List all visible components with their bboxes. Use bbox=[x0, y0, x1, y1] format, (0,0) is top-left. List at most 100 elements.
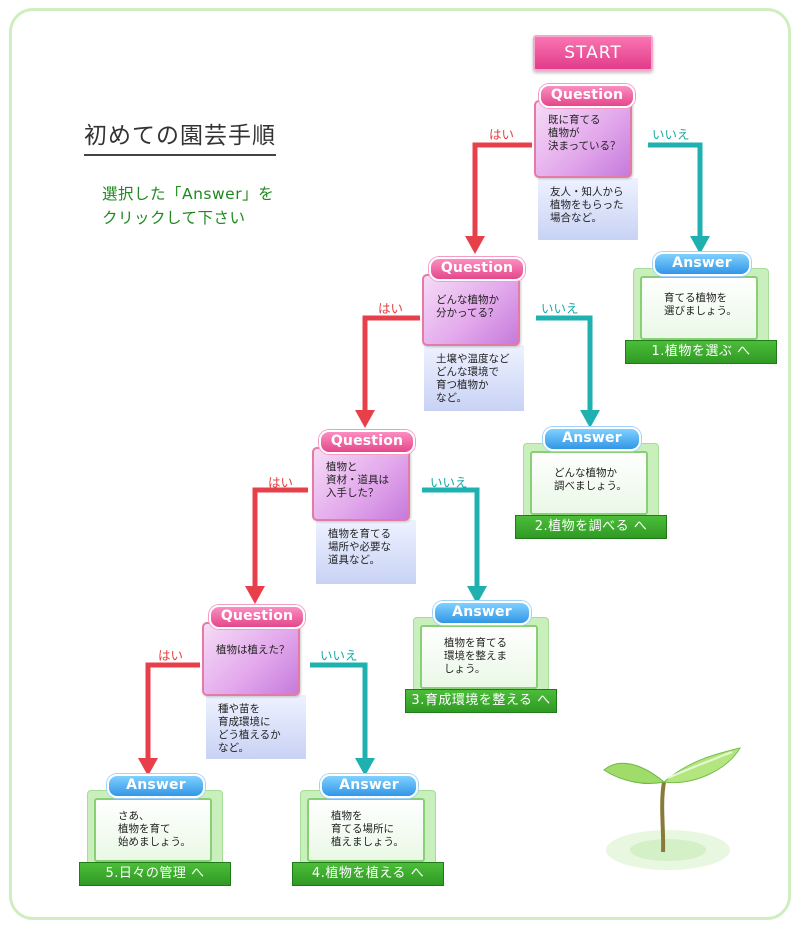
question-line: 入手した？ bbox=[326, 487, 379, 499]
answer-1-tab: Answer bbox=[653, 252, 751, 276]
yes-arrow-2 bbox=[362, 315, 420, 412]
question-line: どんな植物か bbox=[436, 294, 499, 306]
answer-4-tab: Answer bbox=[320, 774, 418, 798]
instruction-line-2: クリックして下さい bbox=[102, 209, 246, 227]
yes-arrowhead-3 bbox=[245, 586, 265, 604]
answer-line: 植えましょう。 bbox=[331, 836, 404, 848]
question-1-tab: Question bbox=[539, 84, 635, 108]
question-4-note: 種や苗を 育成環境に どう植えるか など。 bbox=[206, 695, 306, 759]
no-label-2: いいえ bbox=[541, 301, 579, 316]
answer-line: 育てる場所に bbox=[331, 823, 394, 835]
answer-2-card[interactable]: どんな植物か 調べましょう。 Answer 2.植物を調べる へ bbox=[515, 427, 667, 541]
answer-1-button[interactable]: 1.植物を選ぶ へ bbox=[625, 340, 777, 364]
answer-4-card[interactable]: 植物を 育てる場所に 植えましょう。 Answer 4.植物を植える へ bbox=[292, 774, 444, 888]
note-line: 育つ植物か bbox=[436, 379, 489, 391]
note-line: 植物をもらった bbox=[550, 199, 624, 211]
answer-line: 植物を bbox=[331, 810, 363, 822]
yes-arrowhead-2 bbox=[355, 410, 375, 428]
answer-2-button[interactable]: 2.植物を調べる へ bbox=[515, 515, 667, 539]
answer-5-tab: Answer bbox=[107, 774, 205, 798]
note-line: など。 bbox=[218, 742, 249, 754]
note-line: 育成環境に bbox=[218, 716, 271, 728]
answer-line: 始めましょう。 bbox=[118, 836, 191, 848]
note-line: 種や苗を bbox=[218, 703, 260, 715]
question-4-box: 植物は植えた？ bbox=[202, 622, 300, 696]
answer-card-page: どんな植物か 調べましょう。 bbox=[530, 451, 648, 515]
no-arrows bbox=[310, 142, 703, 760]
no-label-1: いいえ bbox=[652, 127, 690, 142]
question-line: 植物と bbox=[326, 461, 358, 473]
question-line: 決まっている？ bbox=[548, 140, 621, 152]
question-3-box: 植物と 資材・道具は 入手した？ bbox=[312, 447, 410, 521]
question-2-tab: Question bbox=[429, 257, 525, 281]
answer-3-button[interactable]: 3.育成環境を整える へ bbox=[405, 689, 557, 713]
start-badge: START bbox=[533, 35, 653, 71]
question-3-tab: Question bbox=[319, 430, 415, 454]
question-line: 植物は植えた？ bbox=[216, 644, 290, 656]
answer-3-tab: Answer bbox=[433, 601, 531, 625]
answer-line: しょう。 bbox=[444, 663, 486, 675]
yes-arrow-4 bbox=[145, 662, 200, 760]
yes-label-4: はい bbox=[158, 648, 184, 663]
question-line: 既に育てる bbox=[548, 114, 601, 126]
question-line: 植物が bbox=[548, 127, 580, 139]
no-arrow-1 bbox=[648, 142, 703, 238]
yes-label-2: はい bbox=[378, 301, 404, 316]
yes-arrowhead-1 bbox=[465, 236, 485, 254]
answer-2-tab: Answer bbox=[543, 427, 641, 451]
question-4-tab: Question bbox=[209, 605, 305, 629]
yes-label-3: はい bbox=[268, 475, 294, 490]
yes-arrow-3 bbox=[252, 487, 308, 588]
answer-line: 選びましょう。 bbox=[664, 305, 737, 317]
no-arrowhead-1 bbox=[690, 236, 710, 254]
answer-line: どんな植物か bbox=[554, 467, 617, 479]
answer-1-card[interactable]: 育てる植物を 選びましょう。 Answer 1.植物を選ぶ へ bbox=[625, 252, 777, 366]
answer-line: 調べましょう。 bbox=[554, 480, 627, 492]
no-arrow-2 bbox=[536, 315, 593, 412]
answer-3-card[interactable]: 植物を育てる 環境を整えま しょう。 Answer 3.育成環境を整える へ bbox=[405, 601, 557, 715]
no-arrowhead-2 bbox=[580, 410, 600, 428]
no-arrow-4 bbox=[310, 662, 368, 760]
no-label-3: いいえ bbox=[430, 475, 468, 490]
note-line: 友人・知人から bbox=[550, 186, 624, 198]
answer-4-button[interactable]: 4.植物を植える へ bbox=[292, 862, 444, 886]
answer-line: 植物を育て bbox=[118, 823, 171, 835]
question-2-box: どんな植物か 分かってる？ bbox=[422, 274, 520, 346]
note-line: 場所や必要な bbox=[328, 541, 391, 553]
answer-line: 育てる植物を bbox=[664, 292, 727, 304]
no-arrow-3 bbox=[422, 487, 480, 588]
note-line: どんな環境で bbox=[436, 366, 499, 378]
no-label-4: いいえ bbox=[320, 648, 358, 663]
answer-5-card[interactable]: さあ、 植物を育て 始めましょう。 Answer 5.日々の管理 へ bbox=[79, 774, 231, 888]
question-line: 資材・道具は bbox=[326, 474, 389, 486]
no-arrowhead-3 bbox=[467, 586, 487, 604]
answer-card-page: 植物を育てる 環境を整えま しょう。 bbox=[420, 625, 538, 689]
no-arrowhead-4 bbox=[355, 758, 375, 776]
answer-line: 植物を育てる bbox=[444, 637, 507, 649]
instruction-text: 選択した「Answer」を クリックして下さい bbox=[102, 182, 274, 230]
answer-5-button[interactable]: 5.日々の管理 へ bbox=[79, 862, 231, 886]
question-line: 分かってる？ bbox=[436, 307, 499, 319]
question-2-note: 土壌や温度など どんな環境で 育つ植物か など。 bbox=[424, 345, 524, 411]
note-line: 場合など。 bbox=[550, 212, 602, 224]
note-line: 植物を育てる bbox=[328, 528, 391, 540]
yes-arrow-1 bbox=[472, 142, 532, 238]
instruction-line-1: 選択した「Answer」を bbox=[102, 185, 275, 203]
page-title: 初めての園芸手順 bbox=[84, 116, 276, 156]
answer-card-page: さあ、 植物を育て 始めましょう。 bbox=[94, 798, 212, 862]
question-1-note: 友人・知人から 植物をもらった 場合など。 bbox=[538, 178, 638, 240]
note-line: どう植えるか bbox=[218, 729, 281, 741]
note-line: など。 bbox=[436, 392, 467, 404]
answer-card-page: 植物を 育てる場所に 植えましょう。 bbox=[307, 798, 425, 862]
question-3-note: 植物を育てる 場所や必要な 道具など。 bbox=[316, 520, 416, 584]
yes-label-1: はい bbox=[489, 127, 515, 142]
seedling-illustration bbox=[603, 747, 742, 870]
answer-line: 環境を整えま bbox=[444, 650, 507, 662]
yes-arrowhead-4 bbox=[138, 758, 158, 776]
note-line: 道具など。 bbox=[328, 554, 380, 566]
question-1-box: 既に育てる 植物が 決まっている？ bbox=[534, 100, 632, 178]
yes-arrows bbox=[145, 142, 532, 760]
note-line: 土壌や温度など bbox=[436, 353, 510, 365]
answer-line: さあ、 bbox=[118, 810, 150, 822]
